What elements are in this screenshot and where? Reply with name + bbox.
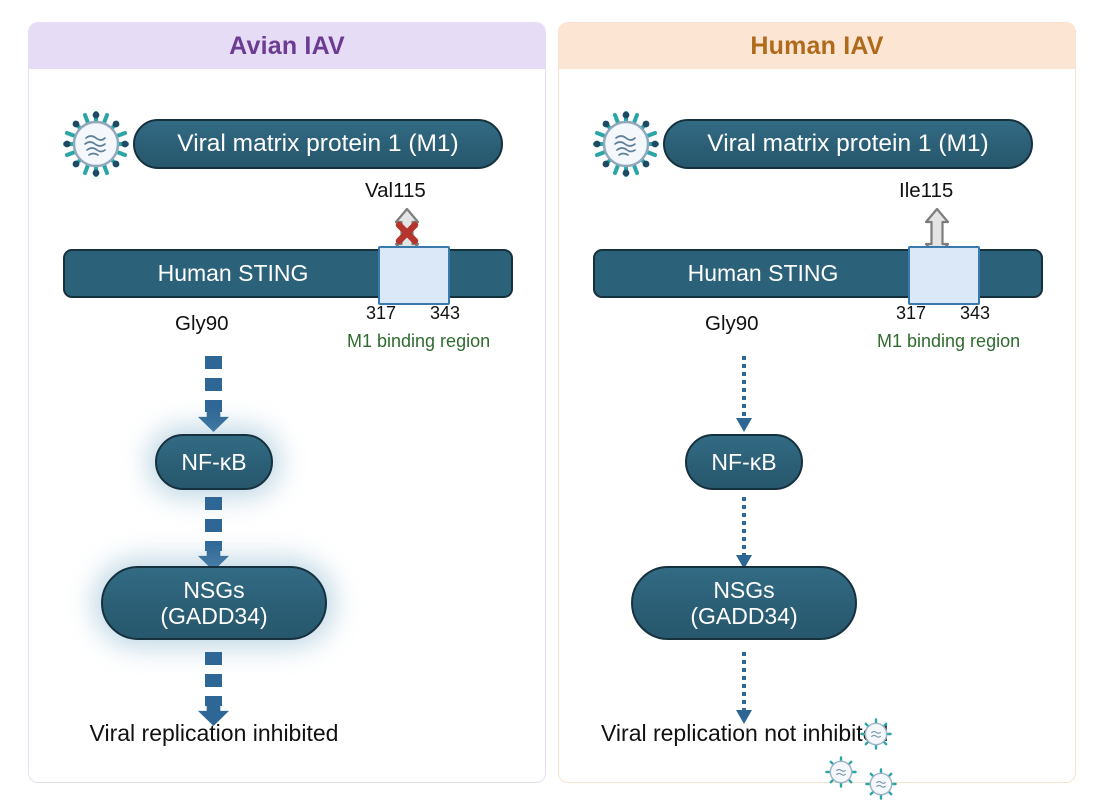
sting-bar-human: Human STING — [593, 246, 1043, 305]
panel-title-avian: Avian IAV — [29, 23, 545, 69]
node-nsgs-avian: NSGs (GADD34) — [101, 566, 327, 640]
binding-end-avian: 343 — [430, 303, 461, 323]
panel-title-human: Human IAV — [559, 23, 1075, 69]
binding-start-human: 317 — [896, 303, 927, 323]
influenza-virion-small-3 — [864, 767, 898, 801]
panel-body-avian: Viral matrix protein 1 (M1) Val115 Human… — [29, 69, 545, 784]
panel-avian: Avian IAV — [28, 22, 546, 783]
m1-binding-region-box-human — [908, 246, 980, 305]
influenza-virion-small-2 — [824, 755, 858, 789]
node-nsgs-human: NSGs (GADD34) — [631, 566, 857, 640]
influenza-virus-icon — [61, 109, 131, 179]
outcome-label-avian: Viral replication inhibited — [89, 720, 339, 746]
influenza-virion-small-1 — [859, 717, 893, 751]
m1-binding-region-box-avian — [378, 246, 450, 305]
red-x-icon — [395, 221, 419, 245]
influenza-virus-icon — [591, 109, 661, 179]
node-nfkb-human: NF-κB — [685, 434, 803, 490]
sting-bar-avian: Human STING — [63, 246, 513, 305]
m1-capsule-avian: Viral matrix protein 1 (M1) — [133, 119, 503, 169]
gly90-label-avian: Gly90 — [175, 312, 229, 335]
residue-label-avian: Val115 — [365, 179, 426, 202]
residue-label-human: Ile115 — [899, 179, 954, 202]
sting-label-avian: Human STING — [157, 260, 309, 286]
gly90-label-human: Gly90 — [705, 312, 759, 335]
sting-label-human: Human STING — [687, 260, 839, 286]
binding-end-human: 343 — [960, 303, 991, 323]
binding-start-avian: 317 — [366, 303, 397, 323]
binding-caption-avian: M1 binding region — [347, 331, 491, 351]
panel-body-human: Viral matrix protein 1 (M1) Ile115 Human… — [559, 69, 1075, 800]
outcome-label-human: Viral replication not inhibited — [601, 720, 889, 746]
m1-capsule-human: Viral matrix protein 1 (M1) — [663, 119, 1033, 169]
binding-caption-human: M1 binding region — [877, 331, 1021, 351]
node-nfkb-avian: NF-κB — [155, 434, 273, 490]
panel-human: Human IAV — [558, 22, 1076, 800]
